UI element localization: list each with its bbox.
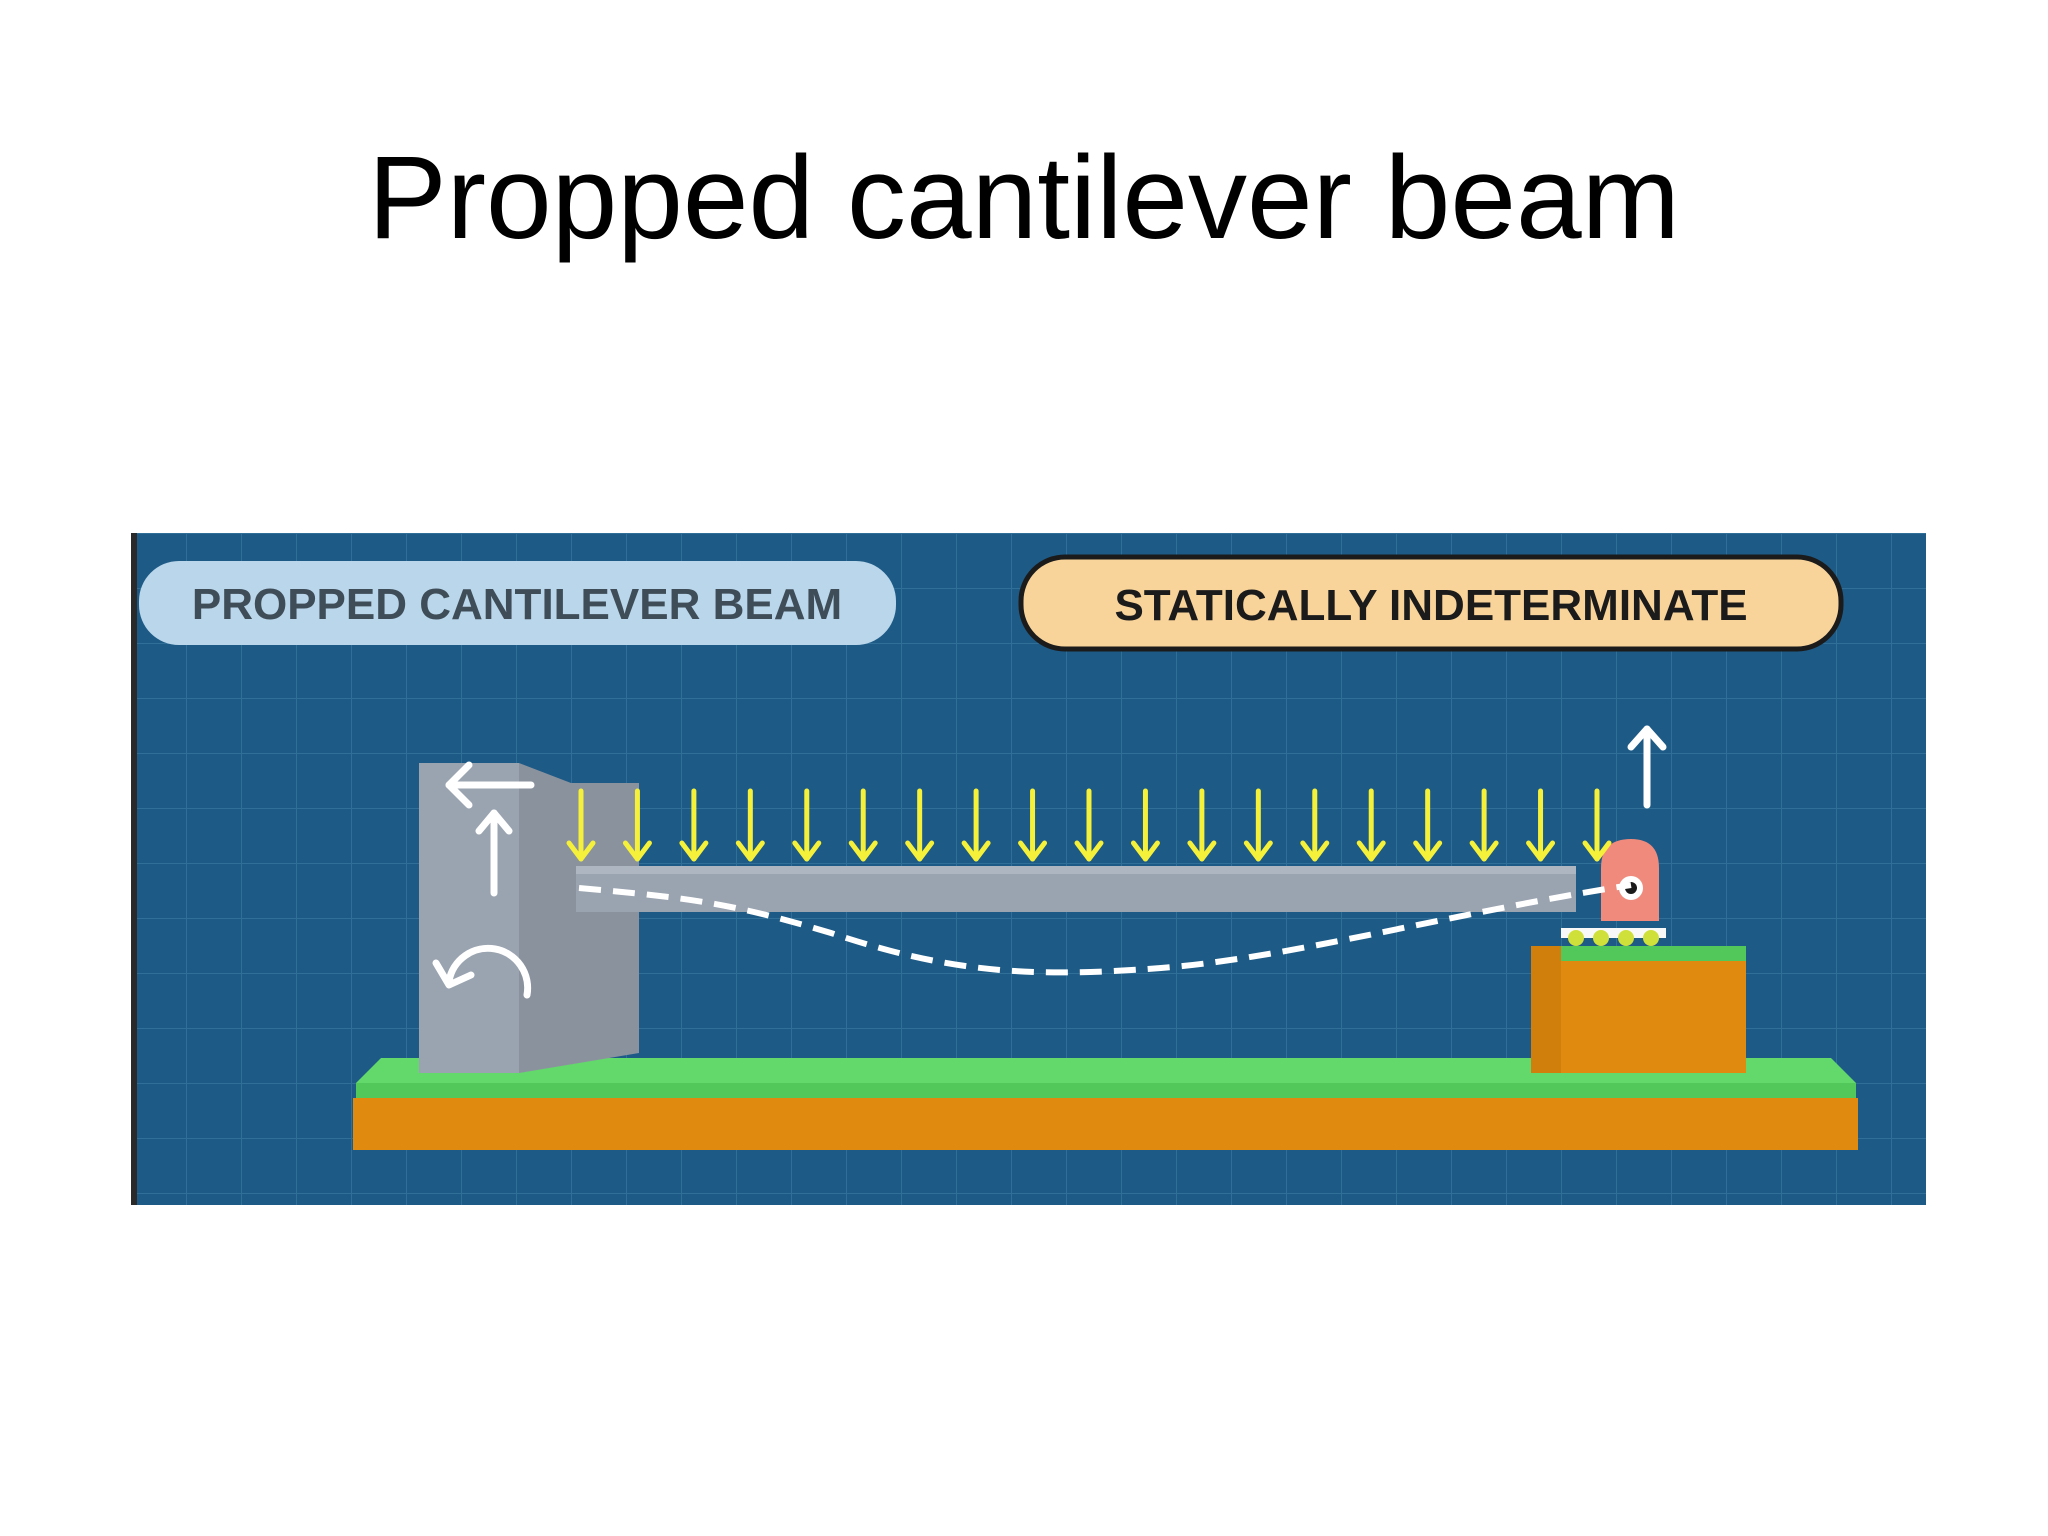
left-edge-bar bbox=[131, 533, 137, 1205]
beam-diagram: PROPPED CANTILEVER BEAM STATICALLY INDET… bbox=[131, 533, 1926, 1205]
support-block-top bbox=[1531, 946, 1746, 961]
roller-support-icon bbox=[1561, 839, 1666, 946]
label-left-pill: PROPPED CANTILEVER BEAM bbox=[139, 561, 896, 645]
deflection-curve bbox=[578, 882, 1632, 976]
load-arrow-icon bbox=[1018, 788, 1048, 862]
load-arrow-icon bbox=[1413, 788, 1443, 862]
load-arrow-icon bbox=[1582, 788, 1612, 862]
reaction-vertical-icon bbox=[475, 809, 513, 897]
load-arrow-icon bbox=[622, 788, 652, 862]
moment-icon bbox=[432, 944, 532, 999]
reaction-horizontal-icon bbox=[445, 761, 535, 809]
beam-shade bbox=[576, 866, 1576, 874]
load-arrow-icon bbox=[1300, 788, 1330, 862]
load-arrow-icon bbox=[848, 788, 878, 862]
load-arrow-icon bbox=[679, 788, 709, 862]
ground-top-depth bbox=[356, 1058, 1856, 1083]
load-arrow-icon bbox=[735, 788, 765, 862]
load-arrow-icon bbox=[905, 788, 935, 862]
load-arrow-icon bbox=[961, 788, 991, 862]
load-arrow-icon bbox=[1243, 788, 1273, 862]
label-right-text: STATICALLY INDETERMINATE bbox=[1114, 581, 1747, 630]
reaction-roller-up-icon bbox=[1627, 725, 1667, 809]
label-right-pill: STATICALLY INDETERMINATE bbox=[1018, 554, 1844, 652]
load-arrow-icon bbox=[566, 788, 596, 862]
fixed-wall-side bbox=[519, 763, 639, 1073]
slide-title: Propped cantilever beam bbox=[368, 132, 1680, 264]
distributed-load bbox=[566, 788, 1612, 862]
ground-top bbox=[356, 1083, 1856, 1098]
load-arrow-icon bbox=[1526, 788, 1556, 862]
ground-body bbox=[353, 1098, 1858, 1150]
support-block-edge bbox=[1531, 946, 1561, 1073]
load-arrow-icon bbox=[1356, 788, 1386, 862]
label-left-text: PROPPED CANTILEVER BEAM bbox=[192, 580, 842, 629]
fixed-wall bbox=[419, 763, 519, 1073]
load-arrow-icon bbox=[1130, 788, 1160, 862]
load-arrow-icon bbox=[1469, 788, 1499, 862]
load-arrow-icon bbox=[1074, 788, 1104, 862]
load-arrow-icon bbox=[1187, 788, 1217, 862]
support-block bbox=[1531, 961, 1746, 1073]
load-arrow-icon bbox=[792, 788, 822, 862]
